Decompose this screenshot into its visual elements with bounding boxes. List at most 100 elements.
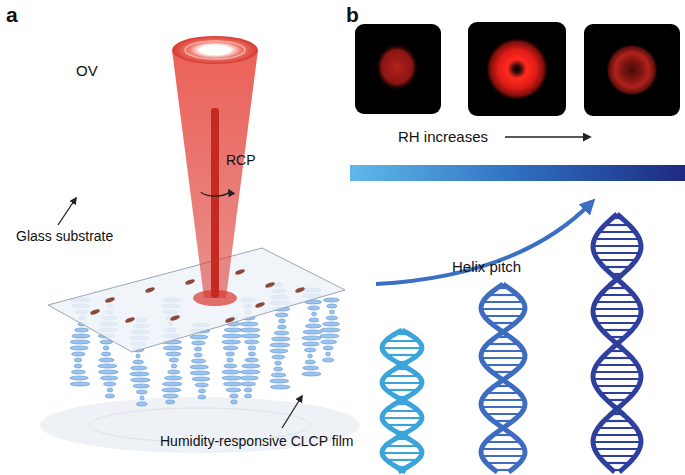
mesogen-disc (271, 337, 290, 341)
mesogen-disc (74, 358, 81, 362)
mesogen-disc (131, 366, 147, 370)
panel-letter: b (346, 3, 359, 27)
mesogen-disc (278, 325, 287, 329)
helix-rung (385, 375, 418, 377)
mesogen-disc (222, 370, 240, 374)
helix-rung (595, 238, 640, 240)
helix-rung (593, 308, 641, 310)
mesogen-disc (323, 346, 333, 350)
surface-molecule (145, 286, 156, 293)
helix-rung (484, 315, 522, 317)
mesogen-disc (323, 298, 339, 302)
mesogen-disc (231, 400, 238, 404)
helix-strand (593, 214, 641, 472)
mesogen-disc (162, 388, 181, 392)
surface-molecule (90, 308, 101, 315)
mesogen-disc (70, 376, 89, 380)
mesogen-disc (244, 388, 252, 392)
mesogen-disc (103, 346, 109, 350)
mesogen-disc (131, 378, 151, 382)
helix-rung (602, 357, 632, 359)
helix-strand (593, 214, 641, 472)
mesogen-disc (270, 385, 290, 389)
mesogen-disc (240, 328, 260, 332)
mesogen-disc (71, 370, 85, 374)
mesogen-disc (171, 364, 177, 368)
vortex-spot (606, 44, 658, 96)
vortex-spot (485, 37, 549, 101)
axis-label: Helix pitch (452, 258, 521, 275)
mesogen-disc (72, 352, 86, 356)
water-ripple (40, 397, 360, 453)
helix-rung (486, 413, 521, 415)
mesogen-disc (98, 364, 117, 368)
rotation-arrow (201, 190, 229, 196)
mesogen-disc (302, 336, 322, 340)
surface-molecule (295, 286, 306, 293)
mesogen-disc (322, 358, 334, 362)
beam-label: OV (76, 62, 98, 79)
leader-line (282, 396, 302, 428)
helix-rung (594, 252, 640, 254)
helix (481, 284, 525, 472)
mesogen-disc (308, 354, 313, 358)
mesogen-disc (107, 388, 113, 392)
mesogen-disc (130, 372, 150, 376)
surface-molecules (90, 268, 306, 323)
mesogen-disc (305, 360, 315, 364)
mesogen-disc (320, 328, 340, 332)
mesogen-disc (136, 354, 140, 358)
mesogen-disc (248, 352, 255, 356)
helix-strand (382, 330, 422, 472)
mesogen-disc (244, 340, 258, 344)
helix-rung (597, 364, 638, 366)
ov-ring (185, 41, 245, 59)
mesogen-disc (242, 364, 260, 368)
mesogen-disc (163, 394, 178, 398)
mesogen-disc (326, 352, 331, 356)
mesogen-disc (136, 402, 147, 406)
helix-rung (385, 445, 418, 447)
helix-rung (602, 329, 632, 331)
mesogen-disc (133, 360, 144, 364)
mesogen-disc (224, 364, 237, 368)
beam-label: RCP (226, 152, 256, 168)
helix-rung (481, 357, 525, 359)
helix-strand (481, 284, 525, 472)
mesogen-disc (164, 376, 181, 380)
mesogen-disc (101, 352, 110, 356)
helix-rung (382, 417, 422, 419)
helix-rung (486, 441, 521, 443)
mesogen-disc (70, 346, 88, 350)
helix-rung (595, 301, 638, 303)
mesogen-disc (192, 377, 210, 381)
mesogen-disc (222, 334, 242, 338)
mesogen-disc (308, 306, 320, 310)
mesogen-disc (191, 359, 205, 363)
mesogen-disc (169, 358, 179, 362)
helix-rung (600, 294, 634, 296)
rcp-beam (211, 108, 219, 298)
mesogen-disc (162, 382, 182, 386)
part-label: Glass substrate (16, 228, 113, 244)
axis-label: RH increases (398, 128, 488, 145)
mesogen-disc (74, 364, 82, 368)
helix-rung (595, 385, 638, 387)
mesogen-disc (274, 367, 283, 371)
humidity-bar (350, 165, 685, 181)
pitch-arrow (376, 202, 592, 284)
helix-rung (598, 259, 636, 261)
mesogen-disc (226, 388, 241, 392)
mesogen-disc (194, 347, 201, 351)
surface-molecule (225, 316, 236, 323)
mesogen-disc (222, 376, 242, 380)
mesogen-disc (241, 334, 260, 338)
mesogen-disc (279, 319, 285, 323)
helix-rung (481, 448, 524, 450)
leader-line (58, 198, 76, 225)
helix-rung (485, 364, 522, 366)
surface-molecule (125, 316, 136, 323)
mesogen-disc (100, 376, 117, 380)
mesogen-disc (270, 379, 289, 383)
mesogen-disc (275, 361, 281, 365)
